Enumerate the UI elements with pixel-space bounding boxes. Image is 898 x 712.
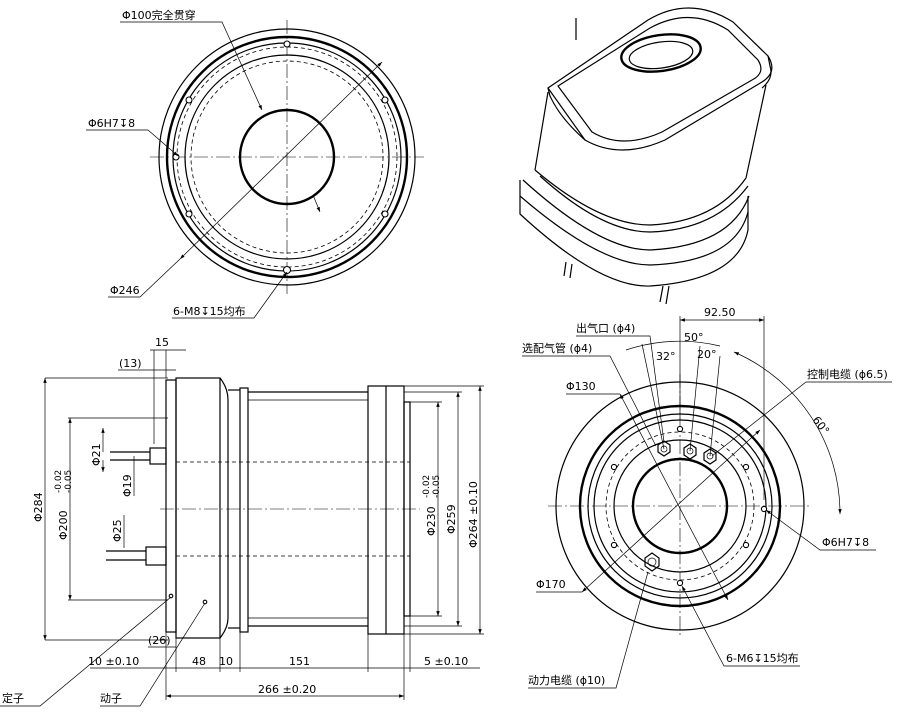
- dim-10-mid: 10: [219, 655, 233, 668]
- side-view: Φ284 Φ200 -0.02 -0.05 Φ21 Φ19 Φ25 15 (13…: [0, 336, 484, 707]
- front-bore-note: Φ100完全贯穿: [122, 8, 196, 22]
- dim-13: (13): [119, 357, 142, 370]
- pin-hole-label: Φ6H7↧8: [822, 536, 869, 549]
- outlet-label: 出气口 (ϕ4): [576, 321, 635, 335]
- dim-230-tol-upper: -0.02: [422, 475, 432, 498]
- front-outer-dia: Φ246: [110, 284, 140, 297]
- dia-130-label: Φ130: [566, 380, 596, 393]
- angle-32: 32°: [656, 350, 676, 363]
- dim-284: Φ284: [32, 492, 45, 522]
- dim-200: Φ200: [57, 510, 70, 540]
- rotor-label: 动子: [100, 692, 122, 705]
- dim-266: 266 ±0.20: [258, 683, 316, 696]
- dim-25: Φ25: [111, 519, 124, 542]
- angle-20: 20°: [697, 348, 717, 361]
- dim-259: Φ259: [445, 504, 458, 534]
- dim-10-left: 10 ±0.10: [88, 655, 139, 668]
- dim-48: 48: [192, 655, 206, 668]
- angle-50: 50°: [684, 331, 704, 344]
- dim-200-tol-lower: -0.05: [64, 470, 74, 493]
- stator-label: 定子: [2, 691, 24, 705]
- dim-230: Φ230: [425, 506, 438, 536]
- dim-264: Φ264 ±0.10: [467, 481, 480, 548]
- power-cable-label: 动力电缆 (ϕ10): [528, 674, 605, 687]
- dim-230-tol-lower: -0.05: [432, 475, 442, 498]
- dim-200-tol-upper: -0.02: [54, 470, 64, 493]
- rear-mount-holes-label: 6-M6↧15均布: [726, 652, 799, 665]
- dim-15: 15: [155, 336, 169, 349]
- rear-view: 92.50 50° 32° 20° 60° 出气口 (ϕ4) 选配气管 (ϕ4)…: [522, 306, 892, 689]
- dim-21: Φ21: [90, 443, 103, 466]
- front-view: Φ100完全贯穿 Φ6H7↧8 Φ246 6-M8↧15均布: [86, 8, 424, 319]
- dim-92-50: 92.50: [704, 306, 736, 319]
- isometric-view: [519, 7, 773, 305]
- control-cable-label: 控制电缆 (ϕ6.5): [807, 367, 888, 381]
- dim-151: 151: [289, 655, 310, 668]
- dim-5: 5 ±0.10: [424, 655, 468, 668]
- front-mount-holes-note: 6-M8↧15均布: [173, 305, 246, 318]
- optional-air-label: 选配气管 (ϕ4): [522, 341, 592, 355]
- dia-170-label: Φ170: [536, 578, 566, 591]
- front-pin-hole-note: Φ6H7↧8: [88, 117, 135, 130]
- dim-26: (26): [148, 634, 171, 647]
- angle-60: 60°: [810, 414, 832, 437]
- dim-19: Φ19: [121, 474, 134, 497]
